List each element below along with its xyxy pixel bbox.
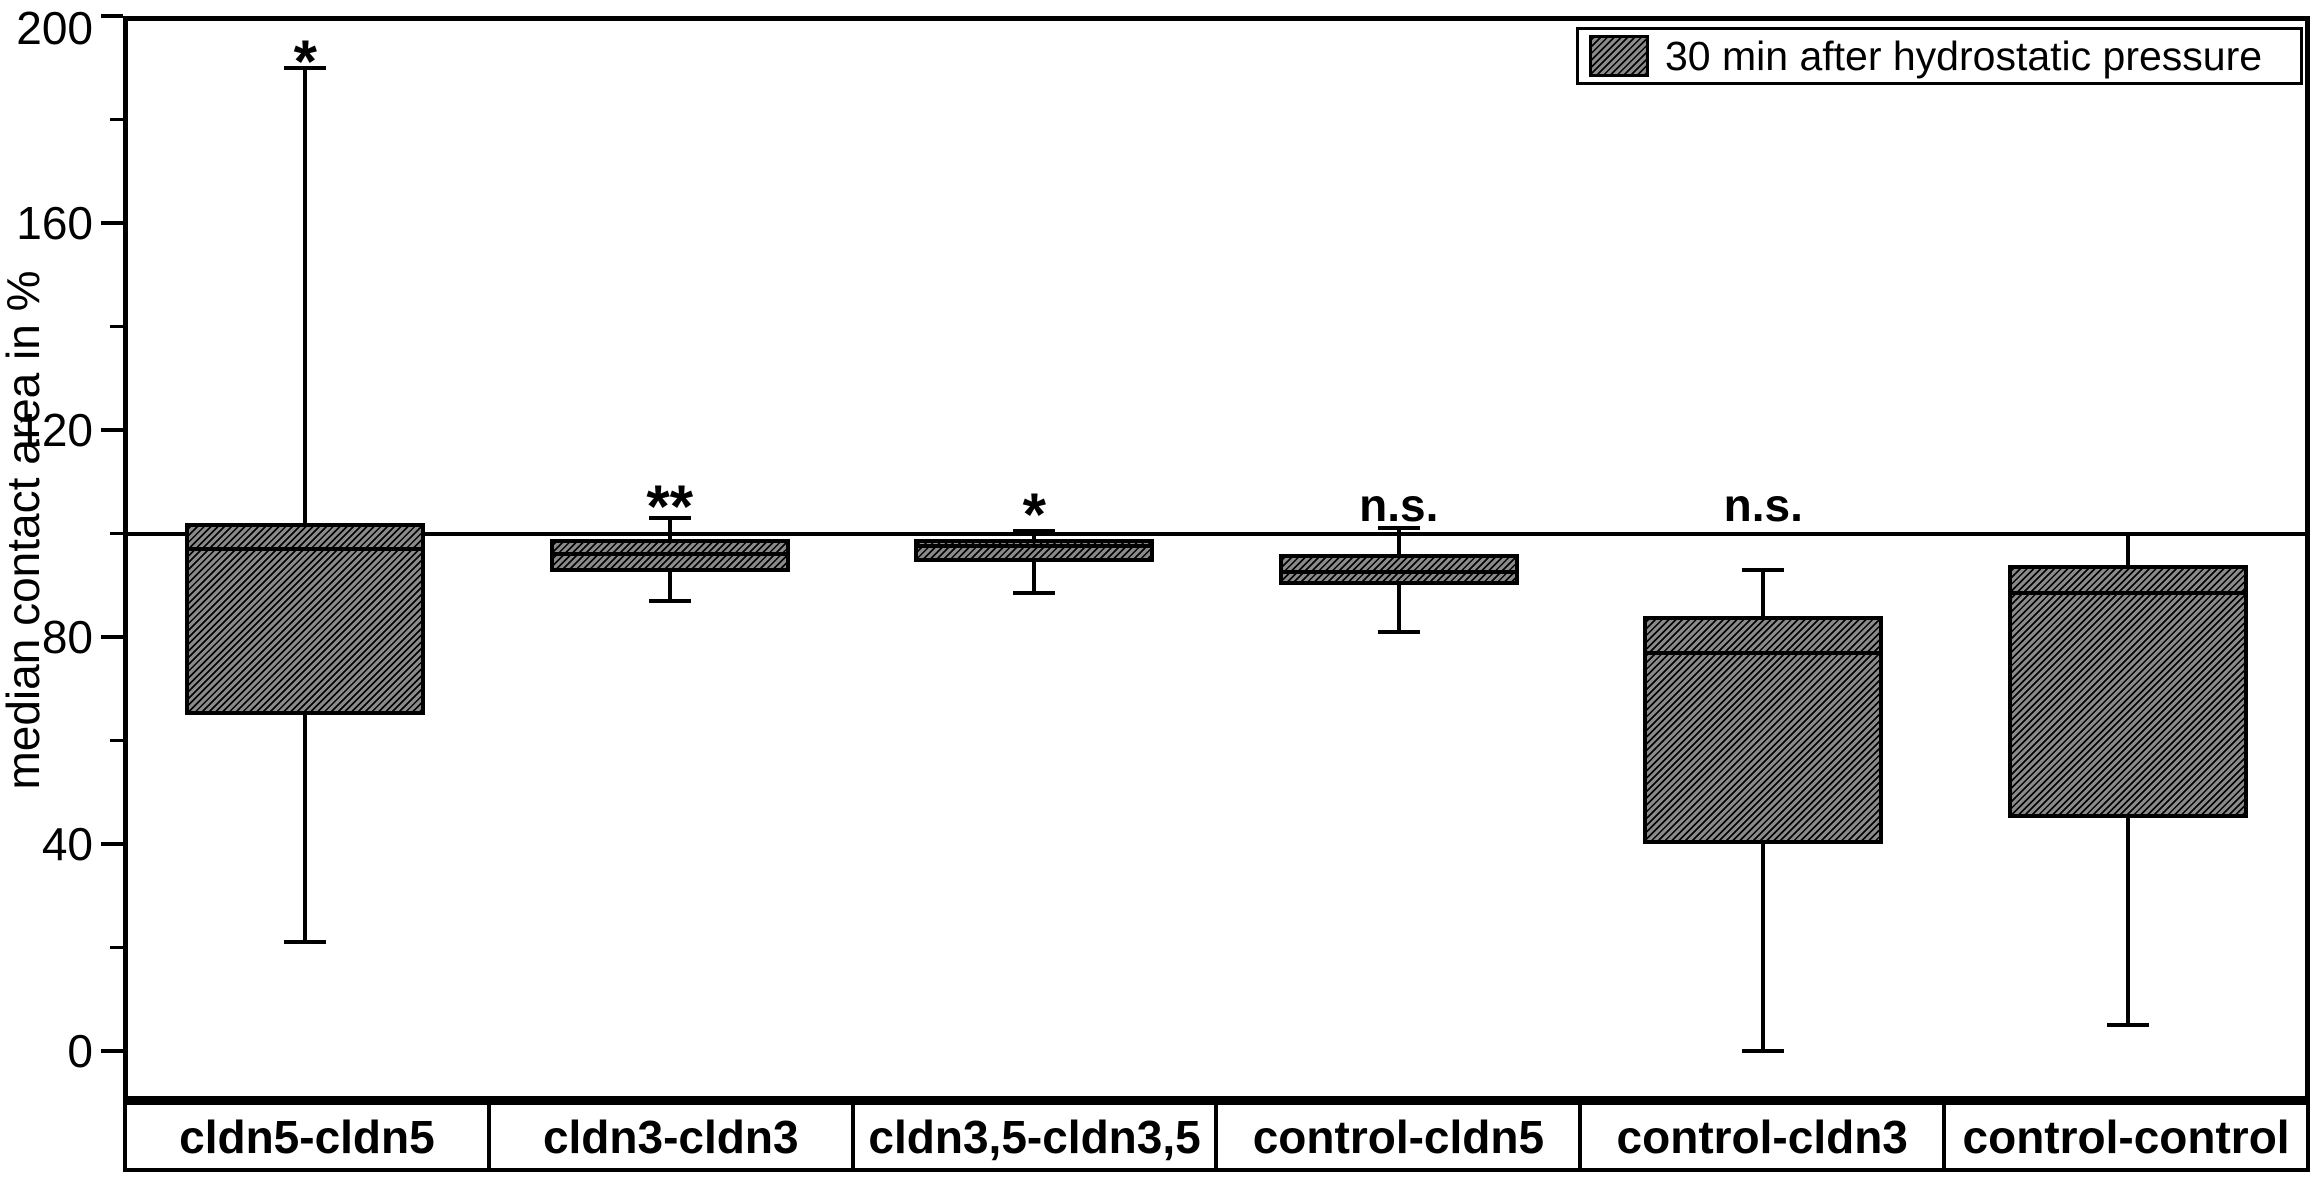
- y-tick-label: 80: [41, 611, 93, 663]
- whisker-upper-cap: [1013, 528, 1056, 533]
- y-minor-tick: [110, 946, 123, 949]
- significance-marker: **: [646, 473, 694, 541]
- y-major-tick: [101, 1049, 123, 1053]
- y-tick-label: 120: [16, 404, 93, 456]
- plot-frame: [123, 16, 2310, 1101]
- y-minor-tick: [110, 739, 123, 742]
- y-major-tick: [101, 842, 123, 846]
- y-major-tick: [101, 428, 123, 432]
- whisker-upper-cap: [284, 65, 327, 70]
- whisker-upper-stem: [1761, 569, 1766, 617]
- box-median-line: [2011, 591, 2244, 595]
- box-median-line: [1282, 570, 1515, 575]
- whisker-lower-stem: [303, 714, 308, 943]
- whisker-upper-cap: [1742, 567, 1785, 572]
- category-label-6: control-control: [1962, 1110, 2290, 1163]
- box-median-line: [1647, 650, 1880, 655]
- whisker-upper-stem: [1032, 530, 1037, 539]
- y-minor-tick: [110, 532, 123, 535]
- whisker-lower-cap: [1742, 1049, 1785, 1053]
- significance-marker: n.s.: [1723, 479, 1803, 532]
- category-label-5: control-cldn3: [1582, 1105, 1947, 1168]
- whisker-lower-stem: [667, 572, 672, 601]
- y-major-tick: [101, 635, 123, 639]
- legend: 30 min after hydrostatic pressure: [1576, 27, 2303, 85]
- category-label-4: control-cldn5: [1218, 1105, 1583, 1168]
- whisker-lower-cap: [1013, 591, 1056, 595]
- category-label-1: cldn5-cldn5: [127, 1105, 491, 1168]
- category-label-2: cldn3-cldn3: [491, 1105, 855, 1168]
- whisker-lower-stem: [1032, 561, 1037, 593]
- significance-marker: n.s.: [1359, 479, 1439, 532]
- whisker-lower-stem: [2125, 818, 2130, 1026]
- reference-line-100: [123, 531, 2310, 536]
- whisker-upper-cap: [648, 515, 691, 520]
- y-minor-tick: [110, 118, 123, 121]
- box-iqr: [1278, 554, 1519, 586]
- y-major-tick: [101, 14, 123, 18]
- y-tick-label: 0: [67, 1025, 93, 1077]
- whisker-lower-cap: [1377, 629, 1420, 634]
- y-tick-label: 40: [41, 818, 93, 870]
- whisker-upper-stem: [303, 67, 308, 524]
- whisker-upper-stem: [667, 517, 672, 539]
- whisker-upper-stem: [1396, 528, 1401, 555]
- significance-marker: *: [293, 28, 317, 96]
- box-median-line: [918, 544, 1151, 549]
- y-tick-label: 160: [16, 197, 93, 249]
- box-median-line: [553, 552, 786, 557]
- legend-hatch-swatch-icon: [1589, 35, 1649, 77]
- category-label-3: cldn3,5-cldn3,5: [855, 1105, 1219, 1168]
- whisker-upper-cap: [2106, 531, 2149, 536]
- whisker-upper-stem: [2125, 533, 2130, 565]
- y-minor-tick: [110, 325, 123, 328]
- legend-label: 30 min after hydrostatic pressure: [1665, 33, 2263, 79]
- box-iqr: [2007, 564, 2248, 819]
- whisker-lower-stem: [1761, 844, 1766, 1051]
- whisker-upper-cap: [1377, 526, 1420, 531]
- y-tick-label: 200: [16, 2, 93, 54]
- box-iqr: [185, 523, 426, 715]
- box-median-line: [189, 547, 422, 552]
- whisker-lower-cap: [284, 940, 327, 945]
- y-major-tick: [101, 221, 123, 225]
- significance-marker: *: [1022, 480, 1046, 548]
- whisker-lower-cap: [2106, 1023, 2149, 1028]
- whisker-lower-cap: [648, 598, 691, 603]
- whisker-lower-stem: [1396, 585, 1401, 632]
